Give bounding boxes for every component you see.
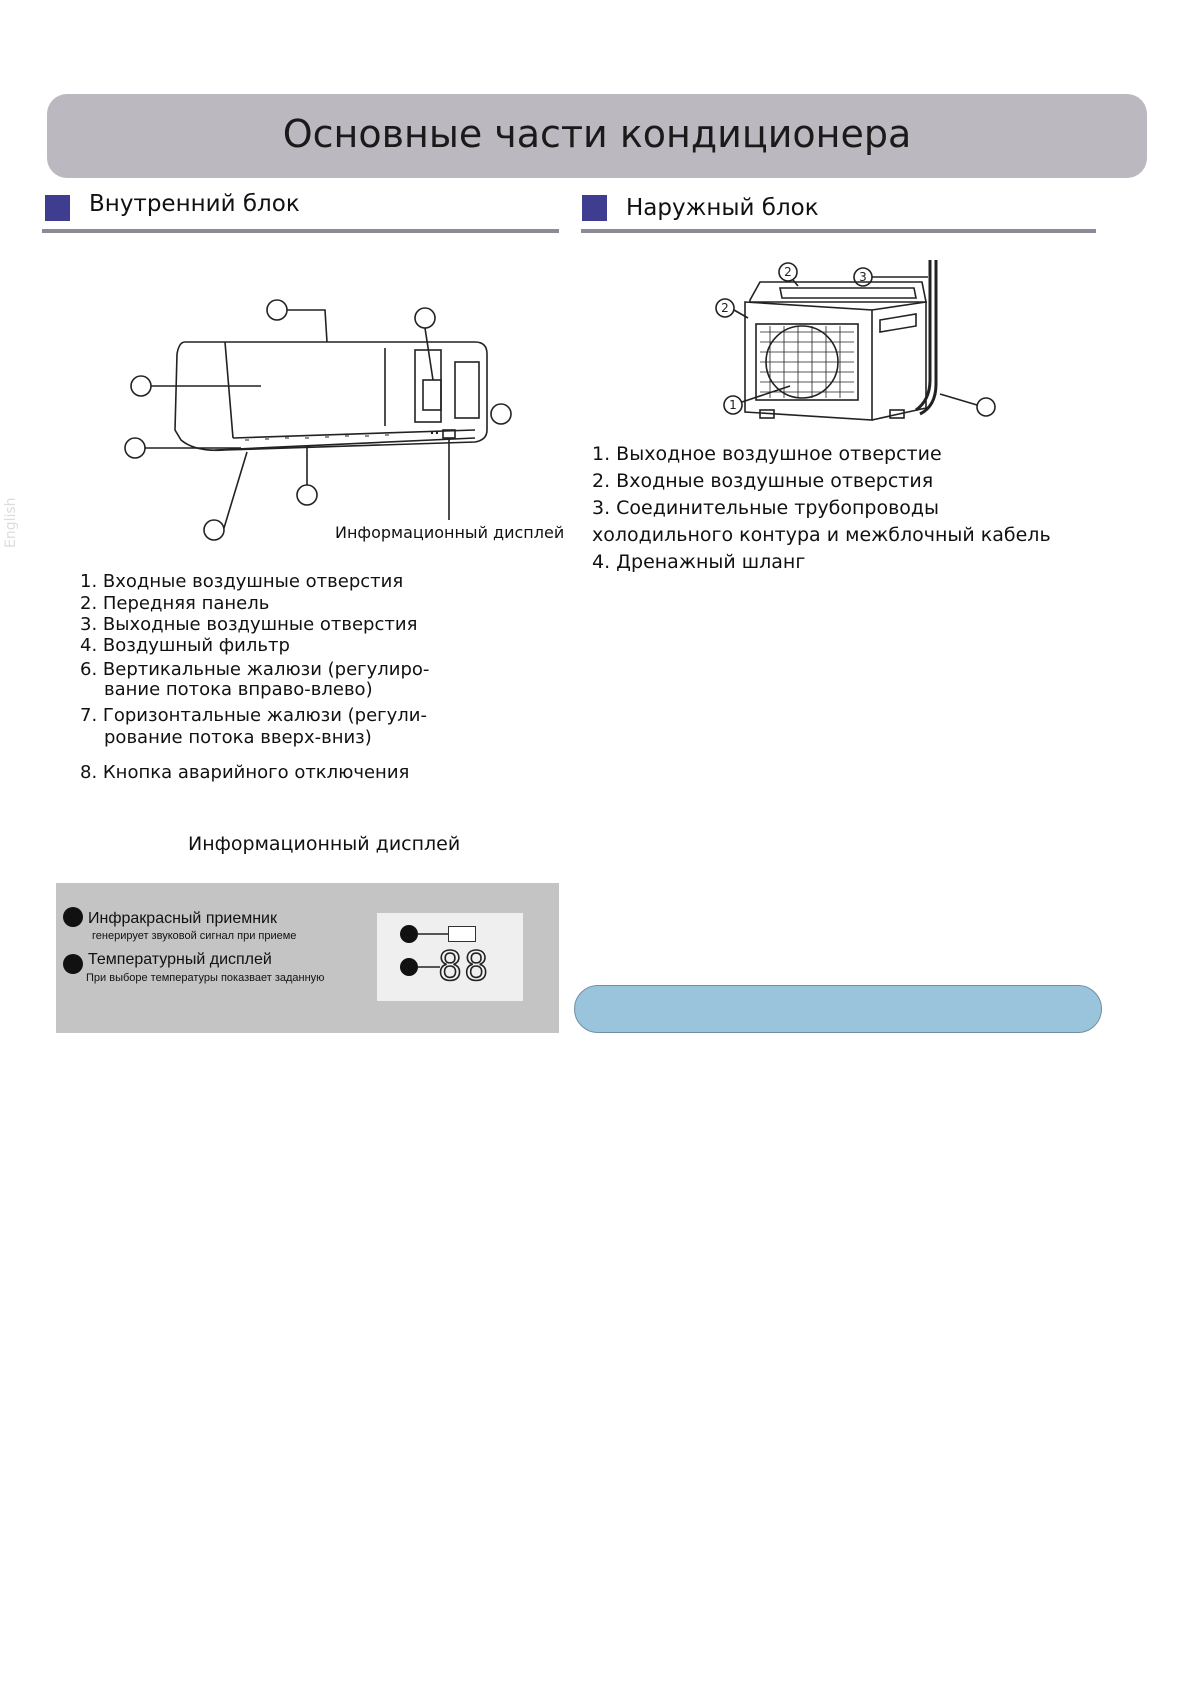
list-item: 3. Соединительные трубопроводы xyxy=(592,497,940,519)
connector-line xyxy=(418,933,450,935)
list-item: 3. Выходные воздушные отверстия xyxy=(80,614,418,635)
section-marker-square xyxy=(45,195,70,221)
list-item: 2. Передняя панель xyxy=(80,593,270,614)
list-item: 1. Входные воздушные отверстия xyxy=(80,571,404,592)
temp-display-title: Температурный дисплей xyxy=(88,951,272,968)
list-item: вание потока вправо-влево) xyxy=(104,679,373,700)
list-item: 7. Горизонтальные жалюзи (регули- xyxy=(80,705,427,726)
list-item: 4. Воздушный фильтр xyxy=(80,635,290,656)
indoor-unit-illustration xyxy=(124,299,512,541)
bullet-dot xyxy=(400,958,418,976)
indoor-section-title: Внутренний блок xyxy=(89,191,300,217)
outdoor-section-title: Наружный блок xyxy=(626,195,819,221)
bullet-dot xyxy=(400,925,418,943)
ir-receiver-desc: генерирует звуковой сигнал при приеме xyxy=(92,930,297,942)
outdoor-section-rule xyxy=(581,229,1096,233)
outdoor-unit-illustration: 2 3 2 1 xyxy=(715,260,996,421)
indoor-section-rule xyxy=(42,229,559,233)
bullet-dot xyxy=(63,954,83,974)
display-callout-label: Информационный дисплей xyxy=(335,523,565,542)
page-title-bar: Основные части кондиционера xyxy=(47,94,1147,178)
ir-receiver-title: Инфракрасный приемник xyxy=(88,910,277,927)
info-display-heading: Информационный дисплей xyxy=(188,833,461,855)
connector-line xyxy=(418,966,440,968)
list-item: 8. Кнопка аварийного отключения xyxy=(80,762,410,783)
outdoor-callout-number: 2 xyxy=(721,301,729,315)
language-side-tab: English xyxy=(3,497,19,548)
bullet-dot xyxy=(63,907,83,927)
list-item: холодильного контура и межблочный кабель xyxy=(592,524,1051,546)
blue-banner xyxy=(574,985,1102,1033)
outdoor-callout-number: 3 xyxy=(859,270,867,284)
temp-display-desc: При выборе температуры показвает заданну… xyxy=(86,972,325,984)
list-item: 6. Вертикальные жалюзи (регулиро- xyxy=(80,659,430,680)
seven-segment-display: 88 xyxy=(437,943,491,991)
page-title: Основные части кондиционера xyxy=(282,112,912,156)
list-item: 4. Дренажный шланг xyxy=(592,551,806,573)
list-item: 2. Входные воздушные отверстия xyxy=(592,470,934,492)
section-marker-square xyxy=(582,195,607,221)
outdoor-callout-number: 2 xyxy=(784,265,792,279)
outdoor-callout-number: 1 xyxy=(729,398,737,412)
list-item: рование потока вверх-вниз) xyxy=(104,727,372,748)
list-item: 1. Выходное воздушное отверстие xyxy=(592,443,942,465)
ir-receiver-window xyxy=(448,926,476,942)
